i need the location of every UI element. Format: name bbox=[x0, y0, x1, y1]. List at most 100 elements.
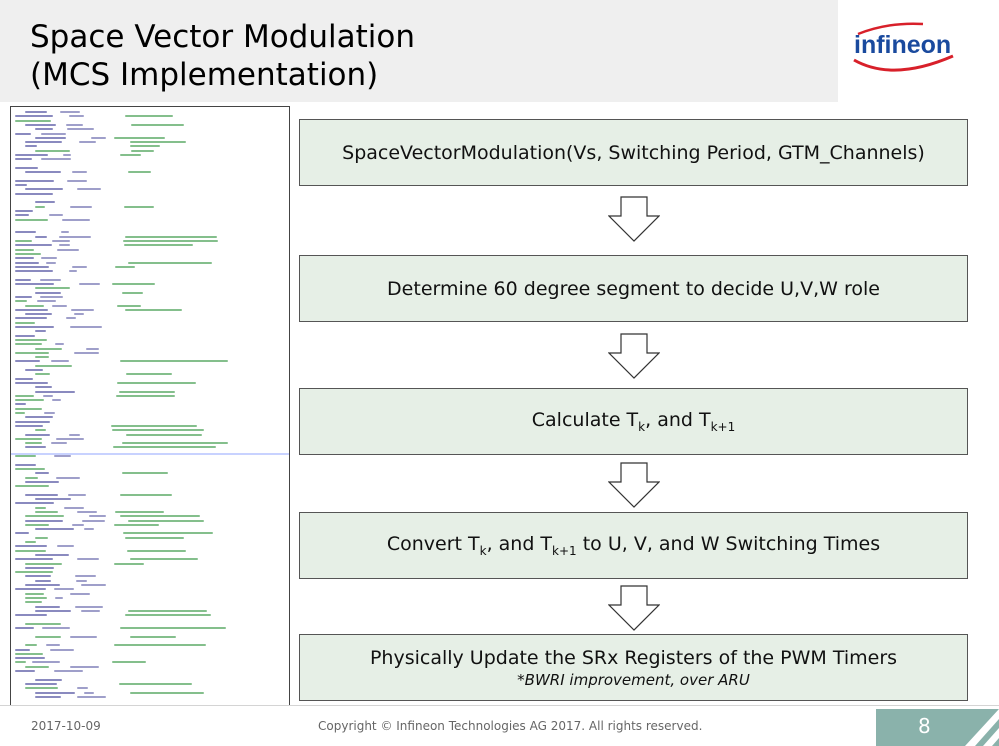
code-line bbox=[75, 605, 104, 608]
code-comment bbox=[112, 446, 216, 449]
code-comment bbox=[130, 149, 154, 152]
logo-text: infineon bbox=[854, 31, 951, 59]
code-comment bbox=[130, 145, 160, 148]
code-line bbox=[15, 627, 35, 629]
code-line bbox=[15, 338, 48, 341]
code-line bbox=[15, 657, 45, 660]
code-comment bbox=[124, 235, 217, 238]
code-line bbox=[35, 472, 50, 475]
code-comment bbox=[130, 635, 177, 638]
code-line bbox=[82, 519, 106, 522]
code-comment bbox=[122, 532, 213, 535]
title-line-1: Space Vector Modulation bbox=[30, 19, 415, 55]
code-comment bbox=[119, 390, 175, 393]
code-comment bbox=[122, 240, 218, 242]
code-line bbox=[35, 235, 47, 238]
code-line bbox=[46, 261, 57, 264]
code-line bbox=[15, 270, 53, 273]
code-comment bbox=[119, 360, 229, 363]
arrow-down-icon bbox=[608, 585, 660, 631]
code-line bbox=[25, 566, 55, 569]
code-line bbox=[15, 648, 30, 651]
code-line bbox=[76, 558, 100, 561]
code-line bbox=[35, 691, 75, 694]
corner-stripe bbox=[965, 709, 999, 746]
code-line bbox=[15, 184, 28, 187]
step-segment: Determine 60 degree segment to decide U,… bbox=[299, 255, 968, 322]
code-comment bbox=[114, 136, 166, 139]
code-line bbox=[25, 592, 45, 595]
code-line bbox=[25, 622, 61, 625]
page-title: Space Vector Modulation (MCS Implementat… bbox=[30, 18, 415, 94]
code-line bbox=[15, 381, 49, 384]
code-comment bbox=[119, 493, 173, 496]
code-line bbox=[15, 571, 53, 574]
code-line bbox=[15, 132, 31, 135]
code-line bbox=[15, 394, 35, 397]
code-line bbox=[57, 248, 80, 251]
code-line bbox=[15, 343, 43, 346]
code-line bbox=[25, 519, 63, 522]
code-line bbox=[15, 502, 54, 505]
code-comment bbox=[129, 691, 204, 694]
code-comment bbox=[121, 472, 168, 475]
code-line bbox=[69, 205, 93, 208]
code-line bbox=[63, 506, 84, 509]
code-line bbox=[53, 670, 83, 672]
code-line bbox=[15, 360, 41, 363]
code-line bbox=[25, 480, 60, 483]
step-segment-text: Determine 60 degree segment to decide U,… bbox=[387, 277, 880, 300]
code-line bbox=[40, 278, 61, 281]
code-line bbox=[35, 128, 54, 131]
title-line-2: (MCS Implementation) bbox=[30, 57, 379, 93]
code-line bbox=[35, 364, 72, 367]
code-line bbox=[78, 141, 97, 144]
code-line bbox=[88, 515, 106, 518]
code-line bbox=[25, 188, 63, 191]
code-line bbox=[35, 635, 62, 638]
code-line bbox=[73, 351, 99, 354]
code-comment bbox=[127, 519, 205, 522]
code-line bbox=[70, 326, 102, 328]
header-wedge bbox=[780, 0, 838, 102]
code-line bbox=[25, 601, 43, 604]
code-line bbox=[42, 627, 71, 629]
code-line bbox=[77, 188, 102, 191]
code-line bbox=[25, 562, 63, 565]
code-line bbox=[83, 528, 95, 531]
code-comment bbox=[126, 433, 203, 436]
code-line bbox=[15, 670, 35, 672]
footer-divider bbox=[0, 705, 999, 706]
code-line bbox=[15, 244, 52, 247]
code-comment bbox=[121, 442, 228, 445]
code-comment bbox=[114, 265, 135, 268]
code-line bbox=[42, 394, 53, 397]
code-line bbox=[15, 661, 26, 664]
arrow-down-icon bbox=[608, 462, 660, 508]
step-update-registers: Physically Update the SRx Registers of t… bbox=[299, 634, 968, 701]
code-line bbox=[35, 330, 46, 333]
code-line bbox=[91, 136, 106, 139]
code-highlight-line bbox=[11, 453, 289, 455]
code-line bbox=[37, 300, 56, 303]
code-line bbox=[15, 455, 37, 457]
code-line bbox=[15, 283, 54, 285]
code-line bbox=[55, 343, 64, 346]
step-svm-call: SpaceVectorModulation(Vs, Switching Peri… bbox=[299, 119, 968, 186]
code-line bbox=[35, 506, 47, 509]
code-line bbox=[72, 265, 88, 268]
code-line bbox=[15, 412, 26, 414]
code-line bbox=[49, 648, 74, 651]
code-line bbox=[31, 661, 60, 664]
code-comment bbox=[119, 682, 193, 685]
code-line bbox=[35, 510, 59, 513]
step-calculate: Calculate Tk, and Tk+1 bbox=[299, 388, 968, 455]
code-line bbox=[15, 351, 49, 354]
code-comment bbox=[119, 627, 226, 629]
code-comment bbox=[111, 424, 198, 427]
code-line bbox=[35, 136, 66, 139]
code-line bbox=[15, 558, 54, 561]
code-line bbox=[25, 416, 54, 419]
code-line bbox=[15, 115, 54, 118]
